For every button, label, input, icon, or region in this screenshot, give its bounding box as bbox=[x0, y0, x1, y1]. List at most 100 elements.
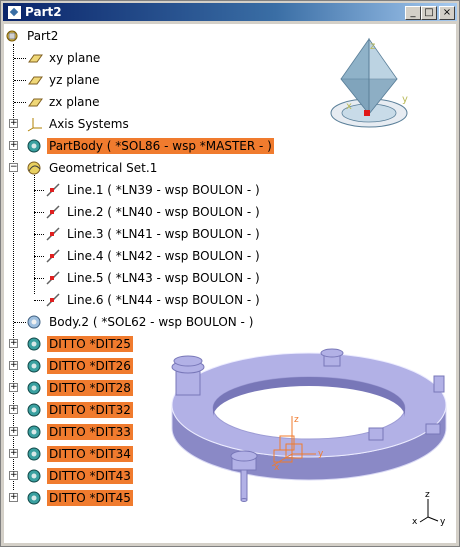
origin-x-label: x bbox=[274, 463, 280, 473]
plane-icon bbox=[26, 50, 44, 66]
maximize-button[interactable]: □ bbox=[421, 6, 437, 20]
tree-item-ditto[interactable]: DITTO *DIT45 bbox=[26, 488, 133, 508]
tree-label: Geometrical Set.1 bbox=[49, 161, 158, 175]
tree-item-line[interactable]: Line.4 ( *LN42 - wsp BOULON - ) bbox=[30, 246, 262, 266]
expand-toggle[interactable]: + bbox=[9, 492, 18, 502]
tree-label: DITTO *DIT28 bbox=[47, 380, 133, 396]
ditto-icon bbox=[26, 424, 44, 440]
expand-toggle[interactable]: + bbox=[9, 404, 18, 414]
tree-item-ditto[interactable]: DITTO *DIT25 bbox=[26, 334, 133, 354]
tree-label: xy plane bbox=[49, 51, 101, 65]
tree-item-body2[interactable]: Body.2 ( *SOL62 - wsp BOULON - ) bbox=[8, 312, 255, 332]
ditto-icon bbox=[26, 446, 44, 462]
tree-label: Line.3 ( *LN41 - wsp BOULON - ) bbox=[67, 227, 260, 241]
corner-z-label: z bbox=[425, 490, 430, 500]
expand-toggle[interactable]: + bbox=[9, 338, 18, 348]
corner-axis-indicator bbox=[419, 499, 439, 523]
tree-item-axis-systems[interactable]: Axis Systems bbox=[26, 114, 131, 134]
3d-viewport[interactable]: z x y bbox=[4, 24, 456, 543]
line-icon bbox=[44, 248, 62, 264]
tree-item-line[interactable]: Line.6 ( *LN44 - wsp BOULON - ) bbox=[30, 290, 262, 310]
tree-item-ditto[interactable]: DITTO *DIT33 bbox=[26, 422, 133, 442]
tree-item-ditto[interactable]: DITTO *DIT28 bbox=[26, 378, 133, 398]
origin-y-label: y bbox=[318, 449, 324, 459]
tree-item-line[interactable]: Line.1 ( *LN39 - wsp BOULON - ) bbox=[30, 180, 262, 200]
tree-item-zx-plane[interactable]: zx plane bbox=[8, 92, 102, 112]
tree-label: zx plane bbox=[49, 95, 100, 109]
line-icon bbox=[44, 182, 62, 198]
tree-line bbox=[34, 172, 35, 294]
tree-label: Line.5 ( *LN43 - wsp BOULON - ) bbox=[67, 271, 260, 285]
ditto-icon bbox=[26, 402, 44, 418]
tree-label: Part2 bbox=[27, 29, 59, 43]
expand-toggle[interactable]: + bbox=[9, 426, 18, 436]
tree-connector bbox=[14, 322, 26, 323]
expand-toggle[interactable]: + bbox=[9, 448, 18, 458]
line-icon bbox=[44, 292, 62, 308]
part-icon bbox=[4, 28, 22, 44]
tree-item-ditto[interactable]: DITTO *DIT32 bbox=[26, 400, 133, 420]
tree-item-line[interactable]: Line.2 ( *LN40 - wsp BOULON - ) bbox=[30, 202, 262, 222]
ring-part-model[interactable]: z x y bbox=[171, 348, 447, 502]
compass-z-label: z bbox=[370, 41, 375, 52]
corner-x-label: x bbox=[412, 517, 418, 527]
tree-item-line[interactable]: Line.5 ( *LN43 - wsp BOULON - ) bbox=[30, 268, 262, 288]
compass-widget[interactable]: z x y bbox=[330, 37, 408, 128]
expand-toggle[interactable]: + bbox=[9, 360, 18, 370]
plane-icon bbox=[26, 72, 44, 88]
ditto-icon bbox=[26, 490, 44, 506]
tree-label: DITTO *DIT33 bbox=[47, 424, 133, 440]
part-window-icon bbox=[7, 5, 22, 20]
tree-connector bbox=[34, 212, 44, 213]
tree-label: Axis Systems bbox=[49, 117, 129, 131]
tree-connector bbox=[14, 80, 26, 81]
tree-label: yz plane bbox=[49, 73, 100, 87]
tree-connector bbox=[34, 234, 44, 235]
expand-toggle[interactable]: + bbox=[9, 470, 18, 480]
tree-connector bbox=[14, 102, 26, 103]
close-button[interactable]: × bbox=[439, 6, 455, 20]
body-icon bbox=[26, 314, 44, 330]
tree-connector bbox=[34, 300, 44, 301]
line-icon bbox=[44, 204, 62, 220]
ditto-icon bbox=[26, 336, 44, 352]
tree-label: DITTO *DIT32 bbox=[47, 402, 133, 418]
title-bar[interactable]: Part2 _ □ × bbox=[3, 3, 457, 21]
compass-x-label: x bbox=[346, 101, 352, 112]
tree-label: Line.4 ( *LN42 - wsp BOULON - ) bbox=[67, 249, 260, 263]
tree-item-geometrical-set[interactable]: Geometrical Set.1 bbox=[26, 158, 159, 178]
expand-toggle[interactable]: + bbox=[9, 382, 18, 392]
tree-item-xy-plane[interactable]: xy plane bbox=[8, 48, 102, 68]
tree-item-ditto[interactable]: DITTO *DIT34 bbox=[26, 444, 133, 464]
line-icon bbox=[44, 270, 62, 286]
tree-item-ditto[interactable]: DITTO *DIT43 bbox=[26, 466, 133, 486]
tree-item-partbody[interactable]: PartBody ( *SOL86 - wsp *MASTER - ) bbox=[26, 136, 274, 156]
tree-label: PartBody ( *SOL86 - wsp *MASTER - ) bbox=[47, 138, 274, 154]
tree-connector bbox=[34, 190, 44, 191]
tree-label: DITTO *DIT25 bbox=[47, 336, 133, 352]
expand-toggle[interactable]: + bbox=[9, 118, 18, 128]
tree-label: DITTO *DIT26 bbox=[47, 358, 133, 374]
expand-toggle[interactable]: + bbox=[9, 140, 18, 150]
tree-label: DITTO *DIT45 bbox=[47, 490, 133, 506]
tree-item-ditto[interactable]: DITTO *DIT26 bbox=[26, 356, 133, 376]
tree-label: Body.2 ( *SOL62 - wsp BOULON - ) bbox=[49, 315, 254, 329]
tree-label: DITTO *DIT43 bbox=[47, 468, 133, 484]
tree-label: DITTO *DIT34 bbox=[47, 446, 133, 462]
corner-y-label: y bbox=[440, 517, 446, 527]
collapse-toggle[interactable]: − bbox=[9, 162, 18, 172]
tree-connector bbox=[34, 256, 44, 257]
ditto-icon bbox=[26, 468, 44, 484]
geometrical-set-icon bbox=[26, 160, 44, 176]
3d-scene: z x y bbox=[171, 37, 447, 527]
minimize-button[interactable]: _ bbox=[405, 6, 421, 20]
tree-label: Line.6 ( *LN44 - wsp BOULON - ) bbox=[67, 293, 260, 307]
tree-label: Line.2 ( *LN40 - wsp BOULON - ) bbox=[67, 205, 260, 219]
tree-root-part2[interactable]: Part2 bbox=[4, 26, 60, 46]
tree-line bbox=[13, 44, 14, 490]
ditto-icon bbox=[26, 380, 44, 396]
tree-item-line[interactable]: Line.3 ( *LN41 - wsp BOULON - ) bbox=[30, 224, 262, 244]
ditto-icon bbox=[26, 358, 44, 374]
tree-item-yz-plane[interactable]: yz plane bbox=[8, 70, 102, 90]
